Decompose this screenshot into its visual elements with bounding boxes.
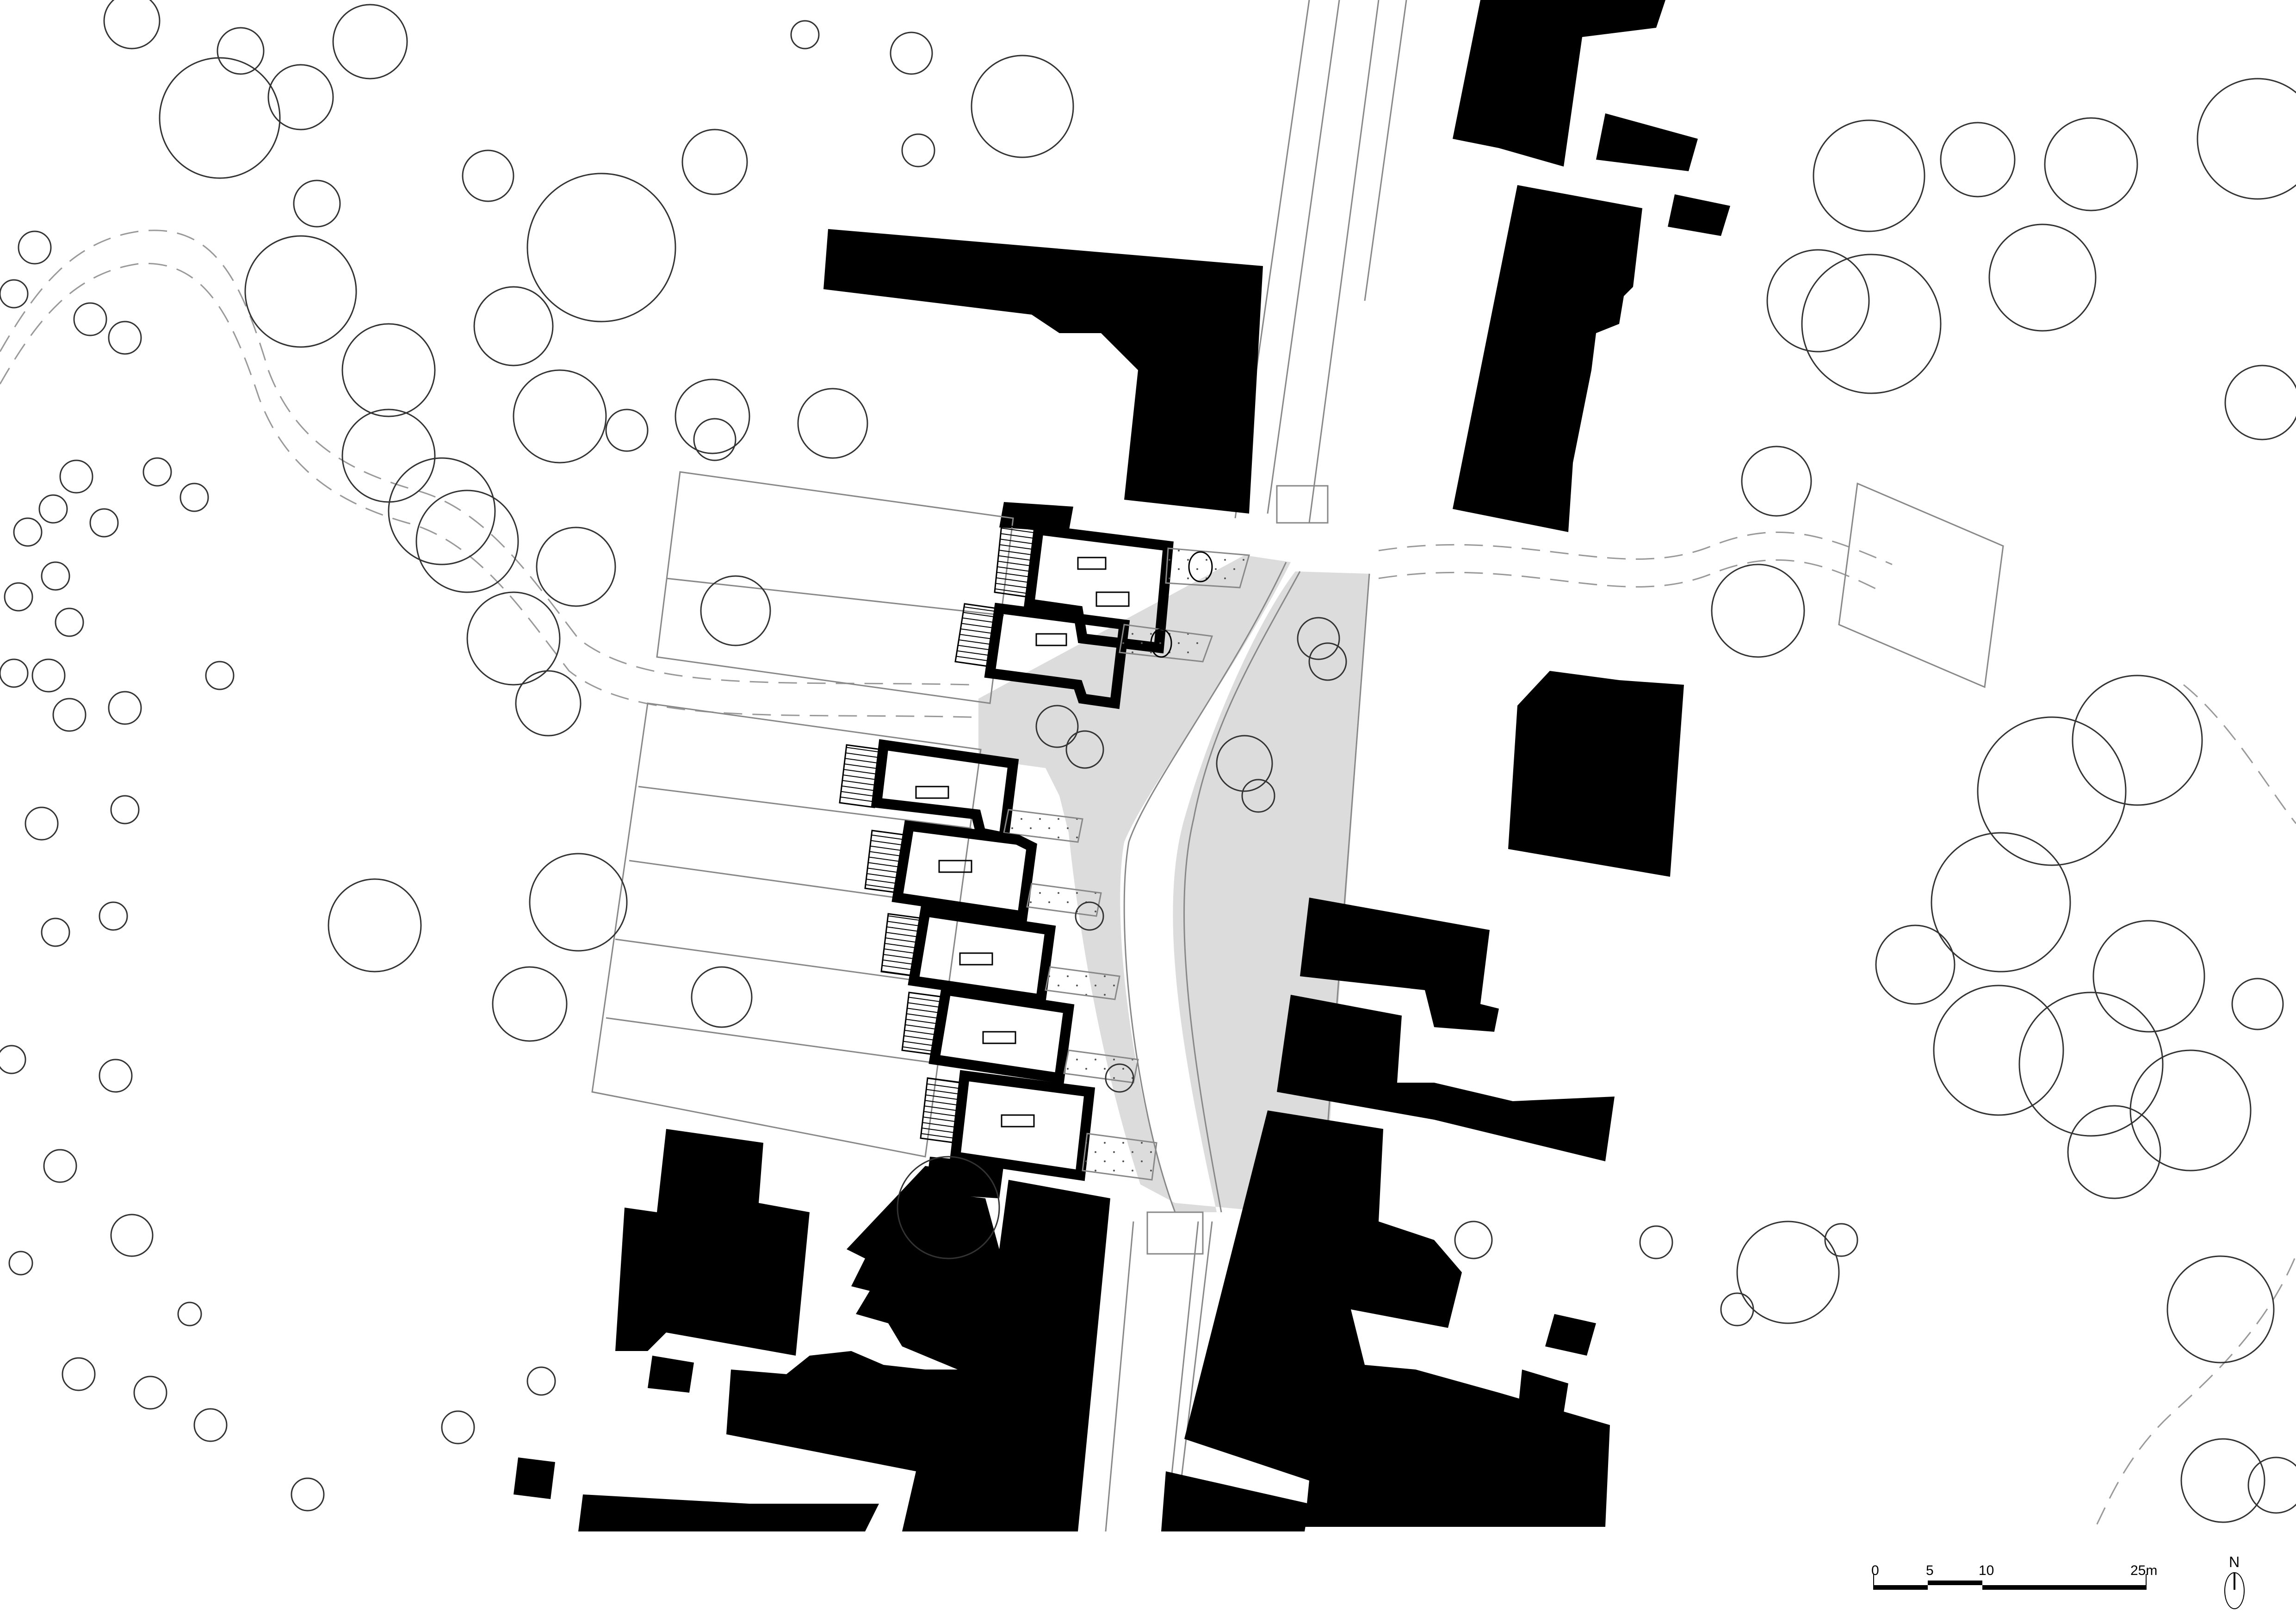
housing-units [839,524,1250,1181]
buildings-block-sw [514,1129,1110,1531]
trees [103,0,2296,1523]
housing-unit-4 [864,820,1102,922]
buildings-block-ne [1453,0,1730,532]
building-east [1508,671,1684,877]
scale-label-10: 10 [1979,1563,1994,1578]
footpath-east [1378,531,2296,1527]
scale-segment [1873,1585,1928,1590]
plaza [978,555,1369,1217]
north-arrow-needle-icon [2234,1573,2235,1590]
scale-label-0: 0 [1871,1563,1879,1578]
scale-tick [1873,1574,1874,1585]
north-arrow-circle-icon [2224,1572,2245,1609]
buildings-block-nw [823,229,1263,532]
north-arrow: N [2221,1555,2248,1610]
housing-unit-1 [994,524,1250,654]
garden-plots [591,471,1014,1158]
plaza-trees [1035,617,1347,1093]
buildings-block-se [1161,898,1615,1531]
footpath-west [0,229,972,718]
housing-unit-6 [901,984,1139,1084]
housing-unit-2 [954,602,1213,709]
small-trees-west [0,230,556,1512]
east-plot-outline [1838,482,2004,688]
housing-unit-7 [920,1070,1157,1181]
scale-segment [1928,1581,1982,1585]
scale-label-5: 5 [1926,1563,1934,1578]
scale-bar: 0 5 10 25m [1871,1564,2167,1596]
north-label: N [2229,1554,2240,1570]
scale-label-25m: 25m [2130,1563,2158,1578]
scale-tick [2146,1574,2147,1585]
scale-segment [1982,1585,2147,1590]
